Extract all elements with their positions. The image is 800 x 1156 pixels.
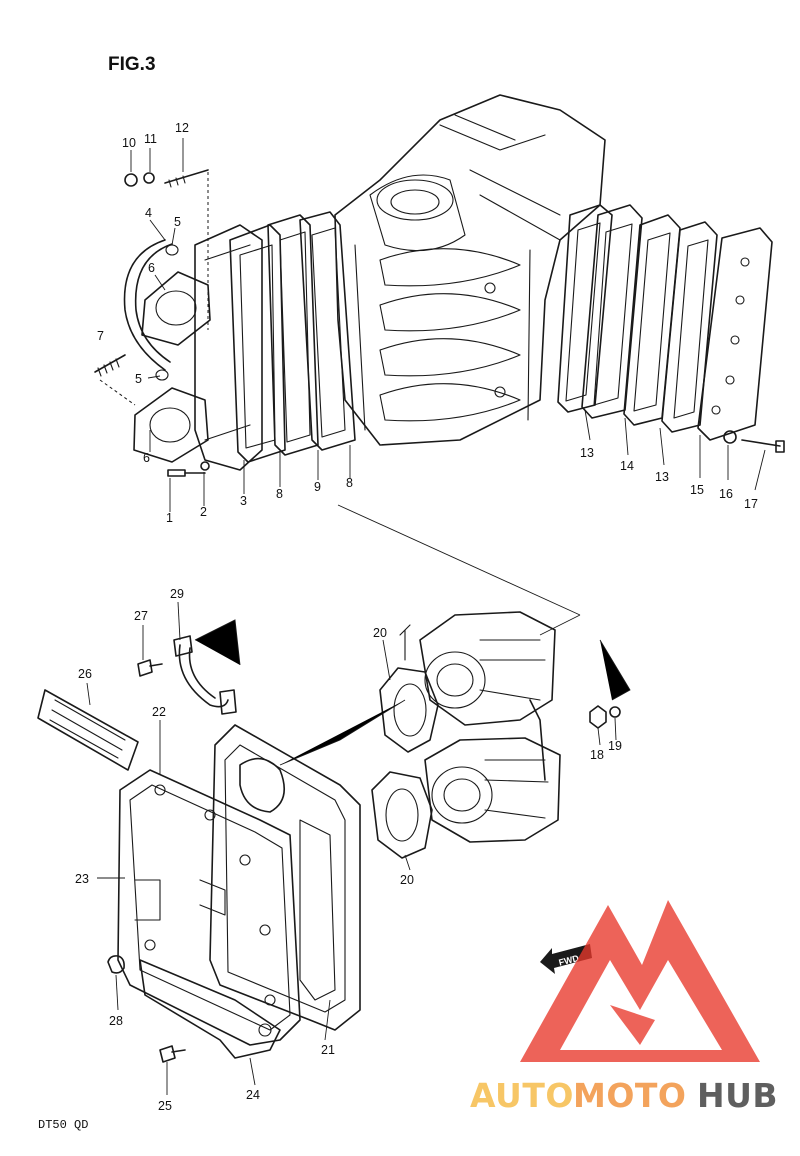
callout-20-upper: 20 (373, 626, 387, 640)
reed-valve-assembly (94, 224, 263, 471)
callout-8-right: 8 (346, 476, 353, 490)
silencer-cover (117, 769, 301, 1059)
callout-6-upper: 6 (148, 261, 155, 275)
watermark-logo-icon (520, 900, 760, 1062)
watermark-auto: AUTO (470, 1076, 574, 1115)
callout-24: 24 (246, 1088, 260, 1102)
upper-flange-gasket (141, 271, 211, 346)
left-gasket-stack (229, 211, 356, 463)
watermark-hub: HUB (697, 1076, 778, 1115)
model-code: DT50 QD (38, 1118, 88, 1132)
callout-17: 17 (744, 497, 758, 511)
callout-14: 14 (620, 459, 634, 473)
watermark-moto: MOTO (573, 1076, 686, 1115)
callout-4: 4 (145, 206, 152, 220)
callout-labels: 10 11 12 4 5 6 7 5 6 1 2 3 8 9 8 13 14 1… (75, 121, 758, 1113)
callout-11: 11 (144, 132, 157, 146)
callout-19: 19 (608, 739, 622, 753)
automotohub-watermark: AUTO MOTO HUB (470, 900, 778, 1115)
intake-hose (123, 239, 166, 371)
callout-23: 23 (75, 872, 89, 886)
bracket-24 (139, 959, 281, 1059)
callout-18: 18 (590, 748, 604, 762)
callout-13-right: 13 (655, 470, 669, 484)
callout-12: 12 (175, 121, 189, 135)
figure-title: FIG.3 (108, 54, 156, 75)
crankcase-block (334, 94, 606, 446)
callout-7: 7 (97, 329, 104, 343)
callout-16: 16 (719, 487, 733, 501)
callout-15: 15 (690, 483, 704, 497)
callout-21: 21 (321, 1043, 335, 1057)
callout-26: 26 (78, 667, 92, 681)
lower-flange-gasket (133, 387, 209, 463)
reed-cover (697, 227, 773, 441)
carburetor-gaskets (371, 667, 439, 859)
callout-28: 28 (109, 1014, 123, 1028)
callout-27: 27 (134, 609, 148, 623)
callout-1: 1 (166, 511, 173, 525)
callout-13-left: 13 (580, 446, 594, 460)
callout-5-lower: 5 (135, 372, 142, 386)
warning-label (37, 689, 139, 771)
callout-29: 29 (170, 587, 184, 601)
callout-25: 25 (158, 1099, 172, 1113)
callout-6-lower: 6 (143, 451, 150, 465)
callout-5-upper: 5 (174, 215, 181, 229)
callout-9: 9 (314, 480, 321, 494)
fwd-label: FWD (558, 953, 581, 968)
callout-leaders (86, 138, 766, 1095)
forward-arrow: FWD (540, 944, 592, 974)
carburetor-assembly (399, 611, 561, 843)
callout-3: 3 (240, 494, 247, 508)
top-hardware (124, 169, 785, 477)
silencer-case (209, 724, 361, 1031)
callout-10: 10 (122, 136, 136, 150)
callout-2: 2 (200, 505, 207, 519)
carb-nuts (589, 639, 631, 729)
right-gasket-stack (557, 204, 773, 441)
callout-22: 22 (152, 705, 166, 719)
lower-hardware (107, 619, 406, 1063)
callout-8-left: 8 (276, 487, 283, 501)
callout-20-lower: 20 (400, 873, 414, 887)
